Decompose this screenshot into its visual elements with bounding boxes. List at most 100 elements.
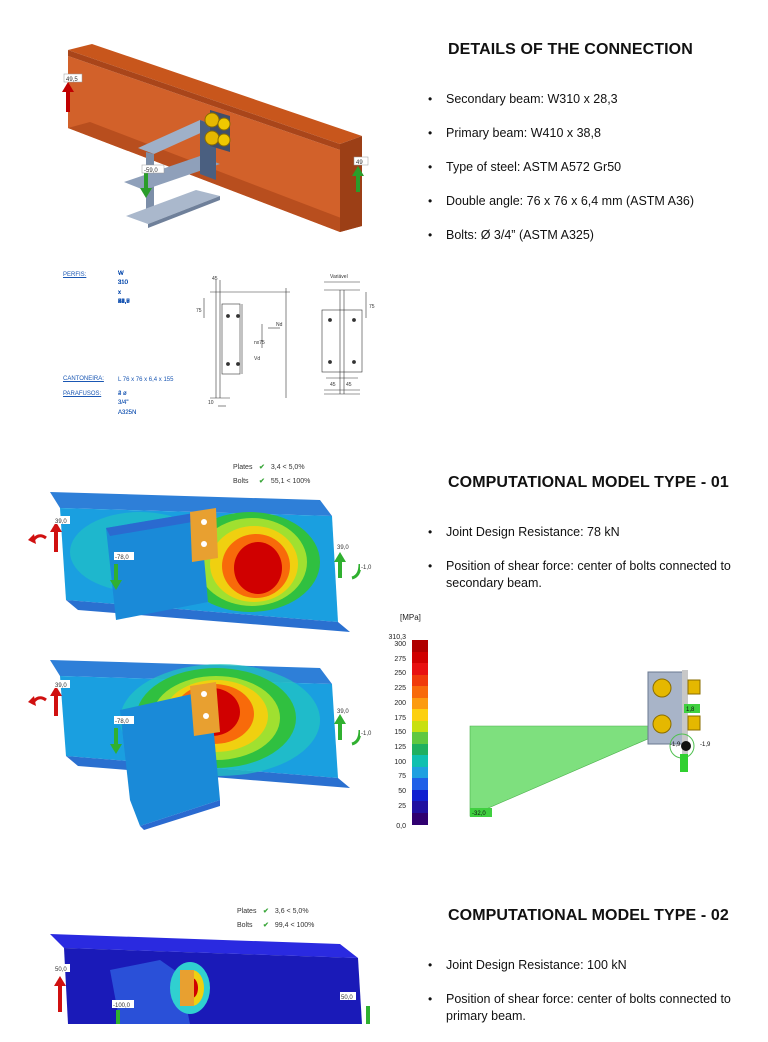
check-bolts-label: Bolts: [237, 922, 253, 929]
shear-label: -32,0: [472, 811, 486, 817]
fea-model-01-view-a: 39,0 -78,0 39,0 -1,0: [20, 482, 380, 642]
load-label-right: 49: [356, 160, 363, 166]
model-02-list: Joint Design Resistance: 100 kN Position…: [427, 957, 747, 1042]
perfis-item: W 310 x 67,0: [118, 271, 130, 305]
fea-label-left: 39,0: [55, 519, 67, 525]
check-plates-value: 3,6 < 5,0%: [274, 908, 309, 915]
section-title-model-02: COMPUTATIONAL MODEL TYPE - 02: [448, 907, 729, 924]
scale-band: [412, 778, 428, 790]
scale-band: [412, 801, 428, 813]
scale-band: [412, 743, 428, 756]
scale-tick-label: 175: [394, 714, 406, 722]
detail-double-angle: Double angle: 76 x 76 x 6,4 mm (ASTM A36…: [427, 193, 757, 210]
scale-tick-label: 0,0: [396, 823, 406, 830]
scale-band: [412, 697, 428, 710]
model-01-resistance: Joint Design Resistance: 78 kN: [427, 524, 747, 541]
scale-band: [412, 674, 428, 687]
perfis-item: W 310 x 60,0: [118, 271, 130, 305]
section-title-details: DETAILS OF THE CONNECTION: [448, 41, 693, 58]
perfis-item: W 310 x 38,7: [118, 271, 130, 305]
perfis-label: PERFIS:: [63, 272, 87, 278]
dim-v: Vd: [254, 356, 260, 362]
check-plates-value: 3,4 < 5,0%: [270, 464, 305, 471]
check-bolts-01: Bolts ✔ 55,1 < 100%: [233, 477, 310, 485]
scale-tick-label: 75: [398, 773, 406, 781]
fea3-label-center: -100,0: [113, 1003, 131, 1009]
load-label-center: -59,0: [144, 168, 158, 174]
dim-top-left: 45: [212, 276, 218, 282]
check-icon: ✔: [259, 478, 265, 485]
check-icon: ✔: [259, 464, 265, 471]
scale-tick-label: 225: [394, 685, 406, 693]
perfis-item: W 310 x 32,7: [118, 271, 130, 305]
parafusos-label: PARAFUSOS:: [63, 391, 102, 397]
fea2-label-center: -78,0: [115, 719, 129, 725]
fea-label-center: -78,0: [115, 555, 129, 561]
details-list: Secondary beam: W310 x 28,3 Primary beam…: [427, 91, 757, 261]
check-plates-label: Plates: [233, 464, 253, 471]
check-bolts-label: Bolts: [233, 478, 249, 485]
scale-band: [412, 709, 428, 721]
scale-band: [412, 720, 428, 733]
scale-tick-label: 200: [394, 699, 406, 707]
model-02-shear-position: Position of shear force: center of bolts…: [427, 991, 747, 1025]
check-plates-label: Plates: [237, 908, 257, 915]
perfis-item: W 310 x 23,8: [118, 271, 130, 305]
detail-secondary-beam: Secondary beam: W310 x 28,3: [427, 91, 757, 108]
bolt-label-b: -1,9: [670, 742, 681, 748]
detail-bolts: Bolts: Ø 3/4” (ASTM A325): [427, 227, 757, 244]
scale-tick-label: 310,3: [388, 634, 406, 641]
scale-tick-label: 300: [394, 641, 406, 648]
scale-tick-label: 100: [394, 758, 406, 766]
scale-band: [412, 766, 428, 779]
perfis-item: W 310 x 74,0: [118, 271, 130, 305]
dim-bottom: 10: [208, 400, 214, 406]
scale-band: [412, 640, 428, 652]
check-bolts-02: Bolts✔99,4 < 100%: [237, 921, 314, 929]
fea2-label-moment: -1,0: [361, 731, 372, 737]
cantoneira-value: L 76 x 76 x 6,4 x 155: [118, 377, 174, 383]
model-01-shear-position: Position of shear force: center of bolts…: [427, 558, 747, 592]
fea3-label-left: 50,0: [55, 967, 67, 973]
load-label-left: 49,5: [66, 77, 78, 83]
dim-nx: nx75: [254, 340, 265, 346]
dim-side: 75: [196, 308, 202, 314]
scale-band: [412, 651, 428, 664]
fea-model-02: 50,0 -100,0 50,0: [40, 930, 390, 1024]
perfis-item: W 310 x 52,0: [118, 271, 130, 305]
section-title-model-01: COMPUTATIONAL MODEL TYPE - 01: [448, 474, 729, 491]
dim-n: Nd: [276, 322, 283, 328]
scale-tick-label: 50: [398, 788, 406, 795]
bolt-label-a: 1,8: [686, 707, 695, 713]
scale-tick-label: 150: [394, 729, 406, 737]
scale-tick-label: 125: [394, 743, 406, 751]
scale-band: [412, 663, 428, 675]
scale-band: [412, 812, 428, 825]
scale-band: [412, 732, 428, 744]
fea2-label-left: 39,0: [55, 683, 67, 689]
fea-label-moment: -1,0: [361, 565, 372, 571]
parafusos-item: 2 ø 3/4" A325N: [118, 391, 137, 416]
dim-right-side: 75: [369, 304, 375, 310]
perfis-item: W 310 x 44,5: [118, 271, 130, 305]
parafusos-item: 4 ø 3/4" A325N: [118, 391, 137, 416]
bolt-label-c: -1,9: [700, 742, 711, 748]
bolt-force-diagram: 1,8 -1,9 -1,9 -32,0: [460, 666, 730, 826]
perfis-item: W 310 x 28,3: [118, 271, 130, 305]
scale-band: [412, 686, 428, 698]
dim-variavel: Variável: [330, 274, 348, 280]
stress-color-scale: [412, 640, 428, 825]
scale-tick-label: 275: [394, 655, 406, 663]
check-bolts-value: 55,1 < 100%: [270, 478, 311, 485]
scale-band: [412, 789, 428, 802]
scale-tick-label: 25: [398, 802, 406, 810]
check-plates-01: Plates ✔ 3,4 < 5,0%: [233, 463, 305, 471]
connection-3d-model: 49,5 -59,0 49: [50, 40, 380, 240]
check-plates-02: Plates ✔ 3,6 < 5,0%: [237, 907, 309, 915]
fea-label-right: 39,0: [337, 545, 349, 551]
check-bolts-value: 99,4 < 100%: [274, 922, 315, 929]
detail-primary-beam: Primary beam: W410 x 38,8: [427, 125, 757, 142]
check-icon: ✔: [263, 908, 269, 915]
dim-b1: 45: [330, 382, 336, 388]
scale-unit: [MPa]: [400, 613, 421, 622]
